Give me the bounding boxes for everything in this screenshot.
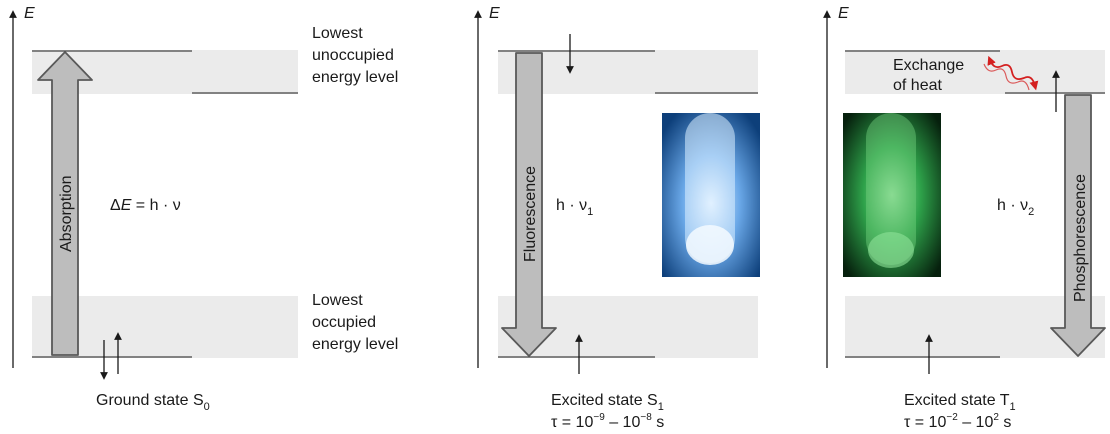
axis-label-e: E [838, 5, 849, 22]
axis-label-e: E [489, 5, 500, 22]
fluorescence-photo [662, 113, 760, 277]
phosphorescence-photo [843, 113, 941, 277]
panel-fluorescence: E Fluorescence h · ν1 Excited state S1 τ… [478, 5, 760, 431]
lumo-band [845, 50, 1105, 94]
energy-equation: ΔE = h · ν [110, 197, 181, 214]
ground-state-label: Ground state S0 [96, 392, 210, 413]
excited-state-s1-label: Excited state S1 [551, 392, 664, 413]
photon-energy-label: h · ν1 [556, 197, 593, 218]
fluorescence-label: Fluorescence [522, 166, 539, 262]
excited-state-t1-label: Excited state T1 [904, 392, 1016, 413]
lifetime-s1: τ = 10−9 – 10−8 s [551, 412, 664, 431]
axis-label-e: E [24, 5, 35, 22]
absorption-label: Absorption [58, 176, 75, 253]
photon-energy-label: h · ν2 [997, 197, 1034, 218]
phosphorescence-label: Phosphorescence [1072, 174, 1089, 302]
lifetime-t1: τ = 10−2 – 102 s [904, 412, 1011, 431]
